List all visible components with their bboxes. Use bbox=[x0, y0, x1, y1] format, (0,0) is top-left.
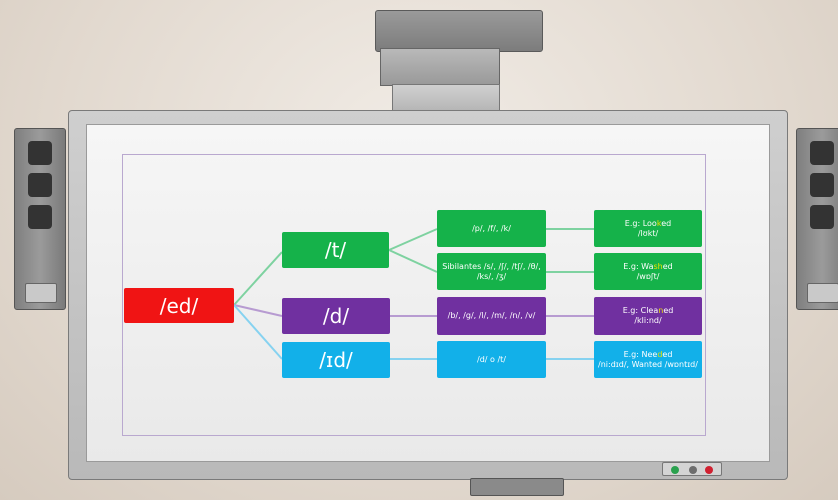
sound-node-voiced: /b/, /g/, /l/, /m/, /n/, /v/ bbox=[437, 297, 546, 335]
speaker-cone-icon bbox=[810, 173, 834, 197]
speaker-cone-icon bbox=[810, 205, 834, 229]
branch-label-d: /d/ bbox=[322, 304, 350, 328]
sound-text-sibilants: Sibilantes /s/, /ʃ/, /tʃ/, /θ/, /ks/, /ʒ… bbox=[442, 261, 541, 281]
right-speaker bbox=[796, 128, 838, 310]
sound-text-voiced: /b/, /g/, /l/, /m/, /n/, /v/ bbox=[447, 311, 536, 320]
example-word-looked: E.g: Looked bbox=[624, 218, 672, 228]
speaker-base bbox=[807, 283, 838, 303]
branch-node-id: /ɪd/ bbox=[282, 342, 390, 378]
projector-body bbox=[375, 10, 543, 52]
sound-text-pfk: /p/, /f/, /k/ bbox=[472, 223, 511, 233]
highlighted-letter: sh bbox=[653, 261, 663, 271]
highlighted-letter: n bbox=[658, 306, 664, 315]
branch-node-d: /d/ bbox=[282, 298, 390, 334]
example-ipa-looked: /lʊkt/ bbox=[637, 228, 659, 238]
projected-slide-area bbox=[122, 154, 706, 436]
sound-node-sibilants: Sibilantes /s/, /ʃ/, /tʃ/, /θ/, /ks/, /ʒ… bbox=[437, 253, 546, 290]
example-node-looked: E.g: Looked /lʊkt/ bbox=[594, 210, 702, 247]
connector-t-pfk bbox=[388, 228, 438, 251]
speaker-base bbox=[25, 283, 57, 303]
branch-label-t: /t/ bbox=[324, 238, 347, 262]
example-word-cleaned: E.g: Cleaned bbox=[622, 306, 674, 315]
green-pen-button[interactable] bbox=[671, 466, 679, 474]
speaker-cone-icon bbox=[28, 205, 52, 229]
example-word-needed: E.g: Needed bbox=[623, 349, 673, 359]
speaker-cone-icon bbox=[28, 173, 52, 197]
sound-node-pfk: /p/, /f/, /k/ bbox=[437, 210, 546, 247]
example-node-washed: E.g: Washed /wɒʃt/ bbox=[594, 253, 702, 290]
left-speaker bbox=[14, 128, 66, 310]
speaker-cone-icon bbox=[810, 141, 834, 165]
connector-root-d bbox=[233, 304, 283, 317]
sound-text-d-or-t: /d/ o /t/ bbox=[477, 354, 506, 364]
example-node-cleaned: E.g: Cleaned /kli:nd/ bbox=[594, 297, 702, 335]
connector-t-sib bbox=[388, 249, 438, 273]
example-ipa-needed: /ni:dɪd/, Wanted /wɒntɪd/ bbox=[598, 359, 698, 369]
branch-label-id: /ɪd/ bbox=[319, 348, 353, 372]
connector-root-id bbox=[233, 304, 283, 360]
highlighted-letter: k bbox=[656, 218, 662, 228]
board-bottom-mount bbox=[470, 478, 564, 496]
highlighted-letter: d bbox=[657, 349, 663, 359]
red-pen-button[interactable] bbox=[705, 466, 713, 474]
eraser-button[interactable] bbox=[689, 466, 697, 474]
sound-node-d-or-t: /d/ o /t/ bbox=[437, 341, 546, 378]
root-node-ed: /ed/ bbox=[124, 288, 234, 323]
example-ipa-washed: /wɒʃt/ bbox=[636, 271, 660, 281]
connector-root-t bbox=[233, 251, 283, 306]
example-node-needed: E.g: Needed /ni:dɪd/, Wanted /wɒntɪd/ bbox=[594, 341, 702, 378]
example-ipa-cleaned: /kli:nd/ bbox=[634, 316, 662, 325]
pen-tray bbox=[662, 462, 722, 476]
projector-lens-housing bbox=[380, 48, 500, 86]
example-word-washed: E.g: Washed bbox=[623, 261, 673, 271]
branch-node-t: /t/ bbox=[282, 232, 389, 268]
speaker-cone-icon bbox=[28, 141, 52, 165]
root-label: /ed/ bbox=[159, 293, 199, 318]
